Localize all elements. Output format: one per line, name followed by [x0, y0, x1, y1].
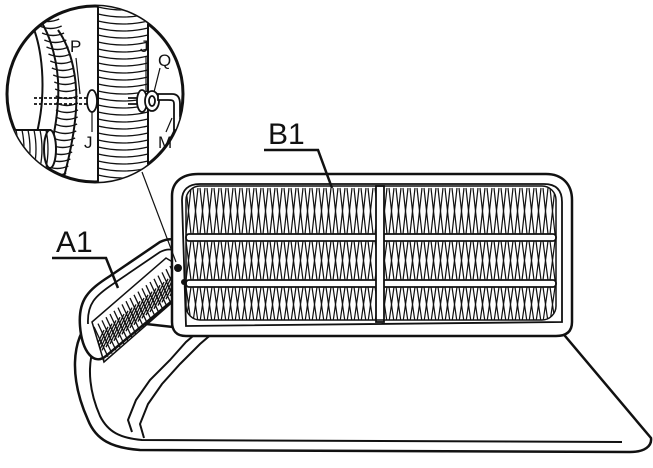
detail-leaders	[75, 56, 173, 133]
label-b1: B1	[268, 118, 305, 151]
label-j-bottom: J	[84, 133, 93, 152]
back-panel	[170, 172, 574, 338]
callout-a1: A1	[52, 226, 120, 289]
label-j-top: J	[140, 37, 149, 56]
washer-j	[86, 89, 98, 113]
label-p: P	[70, 37, 81, 56]
detail-leader-line	[141, 171, 177, 263]
callout-b1: B1	[264, 118, 334, 189]
side-armrest	[78, 238, 192, 364]
label-m: M	[158, 133, 172, 152]
connection-bolt-point	[174, 264, 187, 285]
label-a1: A1	[56, 226, 93, 259]
hex-key-m	[157, 93, 181, 131]
seat-base	[73, 316, 653, 454]
bolt-assembly	[34, 89, 181, 131]
label-q: Q	[158, 51, 171, 70]
detail-view: P J Q J M	[5, 4, 185, 184]
